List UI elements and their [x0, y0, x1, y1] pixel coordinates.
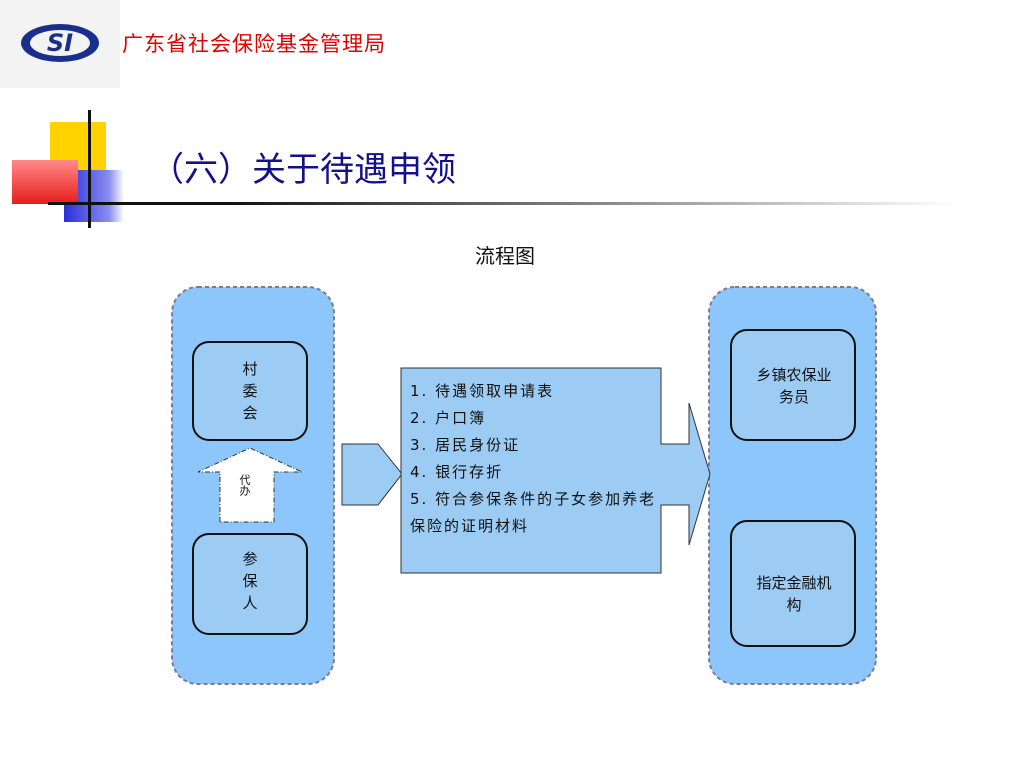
village-committee-label: 村委会 — [242, 360, 258, 422]
township-clerk-node — [730, 329, 856, 441]
title-decoration-vertical-line — [88, 110, 91, 228]
document-item: 2. 户口簿 — [410, 409, 487, 427]
diagram-caption: 流程图 — [475, 244, 535, 268]
village-committee-node — [192, 341, 308, 441]
title-decoration-red — [12, 160, 78, 204]
document-item: 3. 居民身份证 — [410, 436, 521, 454]
document-item: 4. 银行存折 — [410, 463, 504, 481]
proxy-up-arrow — [197, 447, 303, 523]
township-clerk-label: 乡镇农保业务员 — [756, 366, 832, 406]
slide-title: （六）关于待遇申领 — [150, 150, 456, 190]
required-documents-list: 1. 待遇领取申请表 2. 户口簿 3. 居民身份证 4. 银行存折 5. 符合… — [410, 378, 658, 540]
designated-bank-label: 指定金融机构 — [756, 574, 832, 614]
svg-text:SI: SI — [47, 29, 73, 57]
insured-person-node — [192, 533, 308, 635]
input-arrow — [341, 443, 403, 506]
document-item: 5. 符合参保条件的子女参加养老保险的证明材料 — [410, 490, 657, 535]
insured-person-label: 参保人 — [242, 550, 258, 612]
title-underline — [48, 202, 958, 205]
document-item: 1. 待遇领取申请表 — [410, 382, 555, 400]
designated-bank-node — [730, 520, 856, 647]
logo: SI — [0, 0, 120, 88]
proxy-label: 代办 — [238, 474, 251, 496]
si-logo-icon: SI — [21, 24, 99, 62]
documents-callout — [400, 367, 711, 574]
organization-name: 广东省社会保险基金管理局 — [122, 32, 386, 56]
